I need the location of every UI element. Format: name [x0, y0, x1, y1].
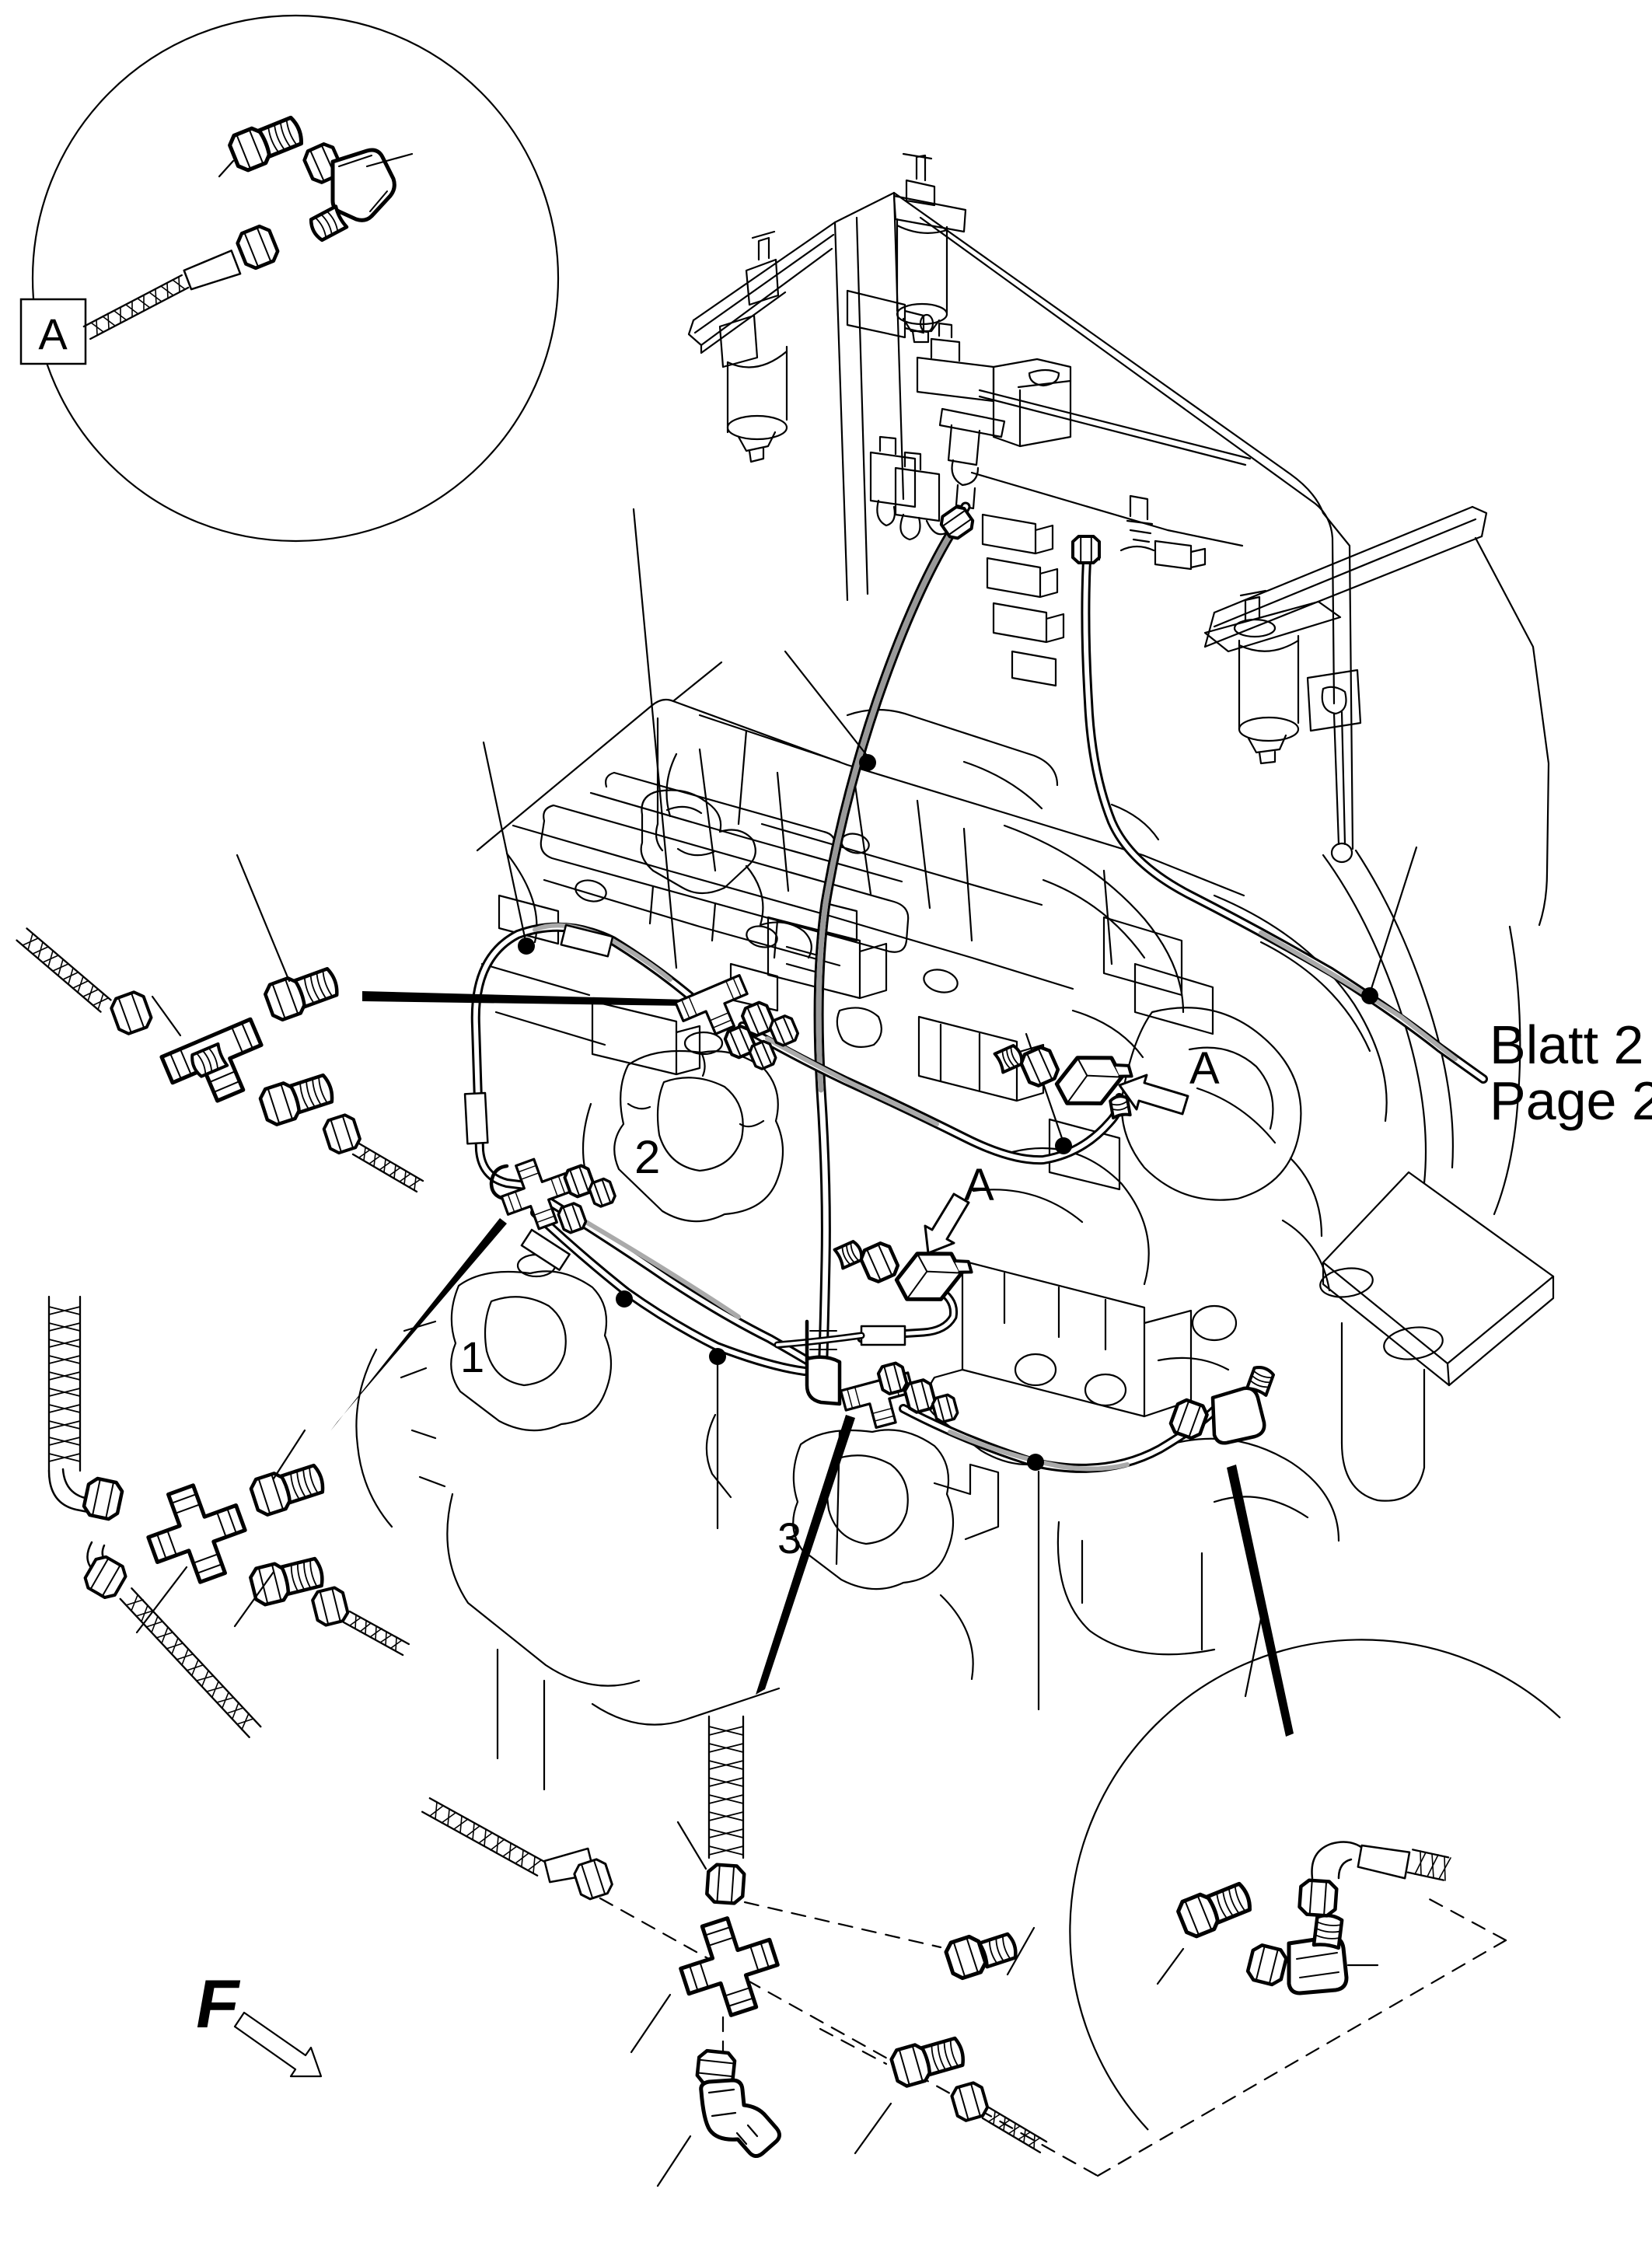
svg-text:A: A: [1189, 1043, 1220, 1094]
svg-text:1: 1: [460, 1332, 484, 1381]
svg-text:Blatt 2: Blatt 2: [1490, 1014, 1643, 1075]
svg-text:Page 2: Page 2: [1490, 1070, 1652, 1131]
svg-text:A: A: [38, 309, 68, 358]
svg-text:2: 2: [634, 1131, 660, 1183]
svg-text:3: 3: [777, 1514, 802, 1562]
